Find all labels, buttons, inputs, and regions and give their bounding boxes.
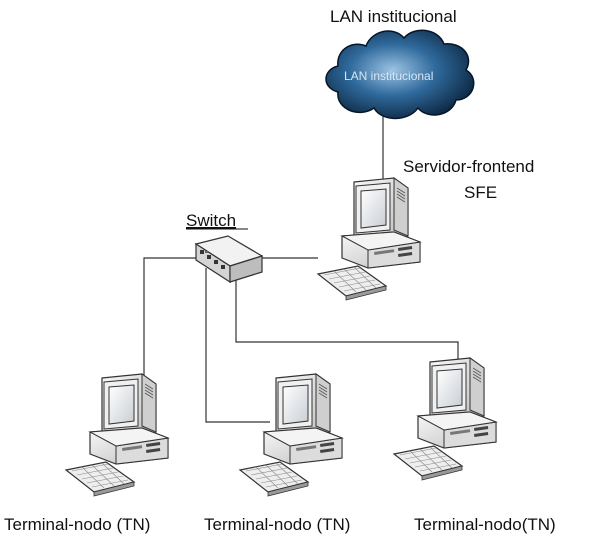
switch-icon: [194, 235, 264, 284]
terminal-computer-icon-1: [65, 373, 169, 497]
switch-to-terminal-3-line: [235, 278, 459, 368]
server-label-line2: SFE: [464, 183, 497, 202]
connection-lines: [143, 112, 459, 423]
switch-to-terminal-1-line: [143, 257, 200, 382]
cloud-title: LAN institucional: [330, 7, 457, 26]
server-label-line1: Servidor-frontend: [403, 157, 534, 176]
terminal-computer-icon-2: [239, 373, 343, 497]
cloud-icon: LAN institucional: [325, 29, 475, 120]
switch-to-terminal-2-line: [205, 268, 270, 423]
switch-label: Switch: [186, 211, 236, 230]
cloud-inner-label: LAN institucional: [344, 69, 433, 83]
terminal-label-3: Terminal-nodo(TN): [414, 515, 556, 534]
terminal-label-1: Terminal-nodo (TN): [4, 515, 150, 534]
terminal-label-2: Terminal-nodo (TN): [204, 515, 350, 534]
server-computer-icon: [317, 177, 421, 301]
terminal-computer-icon-3: [393, 357, 497, 481]
